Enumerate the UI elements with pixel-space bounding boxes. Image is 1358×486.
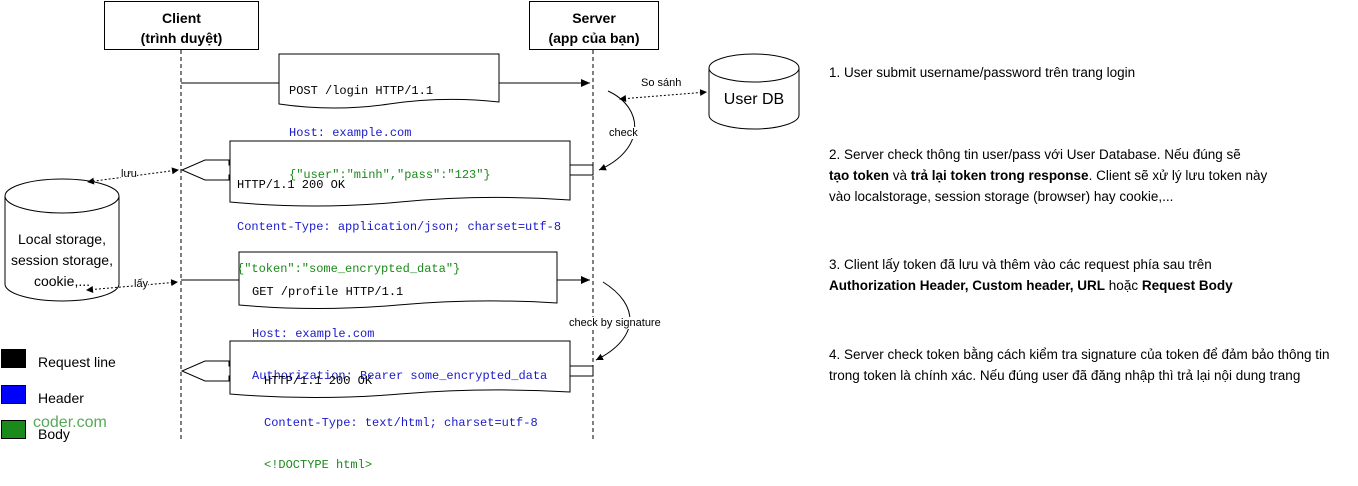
server-actor-box: Server (app của bạn) (529, 1, 659, 50)
profile-response-line: HTTP/1.1 200 OK (264, 374, 373, 388)
login-response-text: HTTP/1.1 200 OK Content-Type: applicatio… (237, 150, 561, 290)
user-db-cylinder (708, 53, 800, 130)
step1-note: 1. User submit username/password trên tr… (829, 65, 1136, 80)
profile-response-body: <!DOCTYPE html> (264, 458, 373, 472)
step3-line1: 3. Client lấy token đã lưu và thêm vào c… (829, 257, 1212, 272)
local-storage-line1: Local storage, (18, 231, 106, 247)
login-response-note (229, 140, 571, 207)
server-subtitle: (app của bạn) (548, 30, 640, 46)
diagram-canvas (4, 50, 800, 440)
legend-label-body: Body (38, 426, 70, 442)
client-actor-box: Client (trình duyệt) (104, 1, 259, 50)
server-title: Server (572, 10, 616, 26)
local-storage-line3: cookie,... (33, 273, 91, 289)
profile-response-text: HTTP/1.1 200 OK Content-Type: text/html;… (264, 346, 538, 486)
profile-request-authorization: Authorization: Bearer some_encrypted_dat… (252, 369, 548, 383)
login-response-line: HTTP/1.1 200 OK (237, 178, 346, 192)
step2-line2: tạo token và trả lại token trong respons… (829, 165, 1267, 186)
login-response-body: {"token":"some_encrypted_data"} (237, 262, 461, 276)
login-response-header: Content-Type: application/json; charset=… (237, 220, 562, 234)
step3-note: 3. Client lấy token đã lưu và thêm vào c… (829, 254, 1233, 296)
save-label: lưu (121, 168, 137, 180)
step3-line2: Authorization Header, Custom header, URL… (829, 275, 1233, 296)
step4-line2: trong token là chính xác. Nếu đúng user … (829, 368, 1301, 383)
signature-check-label: check by signature (569, 317, 661, 329)
client-title: Client (162, 10, 201, 26)
step2-line3: vào localstorage, session storage (brows… (829, 189, 1174, 204)
legend-label-header: Header (38, 390, 84, 406)
step2-line1: 2. Server check thông tin user/pass với … (829, 147, 1241, 162)
compare-connector (619, 89, 708, 103)
local-storage-line2: session storage, (11, 252, 113, 268)
check-label: check (609, 127, 638, 139)
profile-response-header: Content-Type: text/html; charset=utf-8 (264, 416, 538, 430)
user-db-label: User DB (723, 91, 785, 108)
step2-bold-return-token: trả lại token trong response (910, 168, 1089, 183)
step2-note: 2. Server check thông tin user/pass với … (829, 144, 1267, 207)
profile-request-text: GET /profile HTTP/1.1 Host: example.com … (252, 257, 547, 397)
local-storage-cylinder (4, 178, 120, 302)
login-request-text: POST /login HTTP/1.1 Host: example.com {… (289, 56, 491, 196)
login-request-note (278, 53, 500, 109)
profile-response-note (229, 340, 571, 398)
legend-label-request-line: Request line (38, 354, 116, 370)
login-request-header: Host: example.com (289, 126, 412, 140)
compare-label: So sánh (641, 77, 682, 89)
get-label: lấy (134, 278, 149, 290)
legend-swatch-body (1, 420, 26, 439)
legend-swatch-header (1, 385, 26, 404)
legend-swatch-request-line (1, 349, 26, 368)
profile-request-note (238, 251, 558, 309)
profile-request-line: GET /profile HTTP/1.1 (252, 285, 404, 299)
profile-request-host: Host: example.com (252, 327, 375, 341)
login-request-line: POST /login HTTP/1.1 (289, 84, 434, 98)
get-connector (86, 279, 179, 293)
step3-bold-request-body: Request Body (1141, 278, 1233, 293)
step4-line1: 4. Server check token bằng cách kiểm tra… (829, 347, 1330, 362)
step3-bold-locations: Authorization Header, Custom header, URL (829, 278, 1106, 293)
watermark: coder.com (33, 414, 107, 431)
client-subtitle: (trình duyệt) (140, 30, 223, 46)
step2-bold-create-token: tạo token (829, 168, 890, 183)
step2-and: và (889, 168, 911, 183)
step2-rest: . Client sẽ xử lý lưu token này (1088, 168, 1268, 183)
step4-note: 4. Server check token bằng cách kiểm tra… (829, 344, 1330, 386)
local-storage-label: Local storage, session storage, cookie,.… (5, 229, 119, 292)
step3-or: hoặc (1105, 278, 1142, 293)
login-request-body: {"user":"minh","pass":"123"} (289, 168, 491, 182)
